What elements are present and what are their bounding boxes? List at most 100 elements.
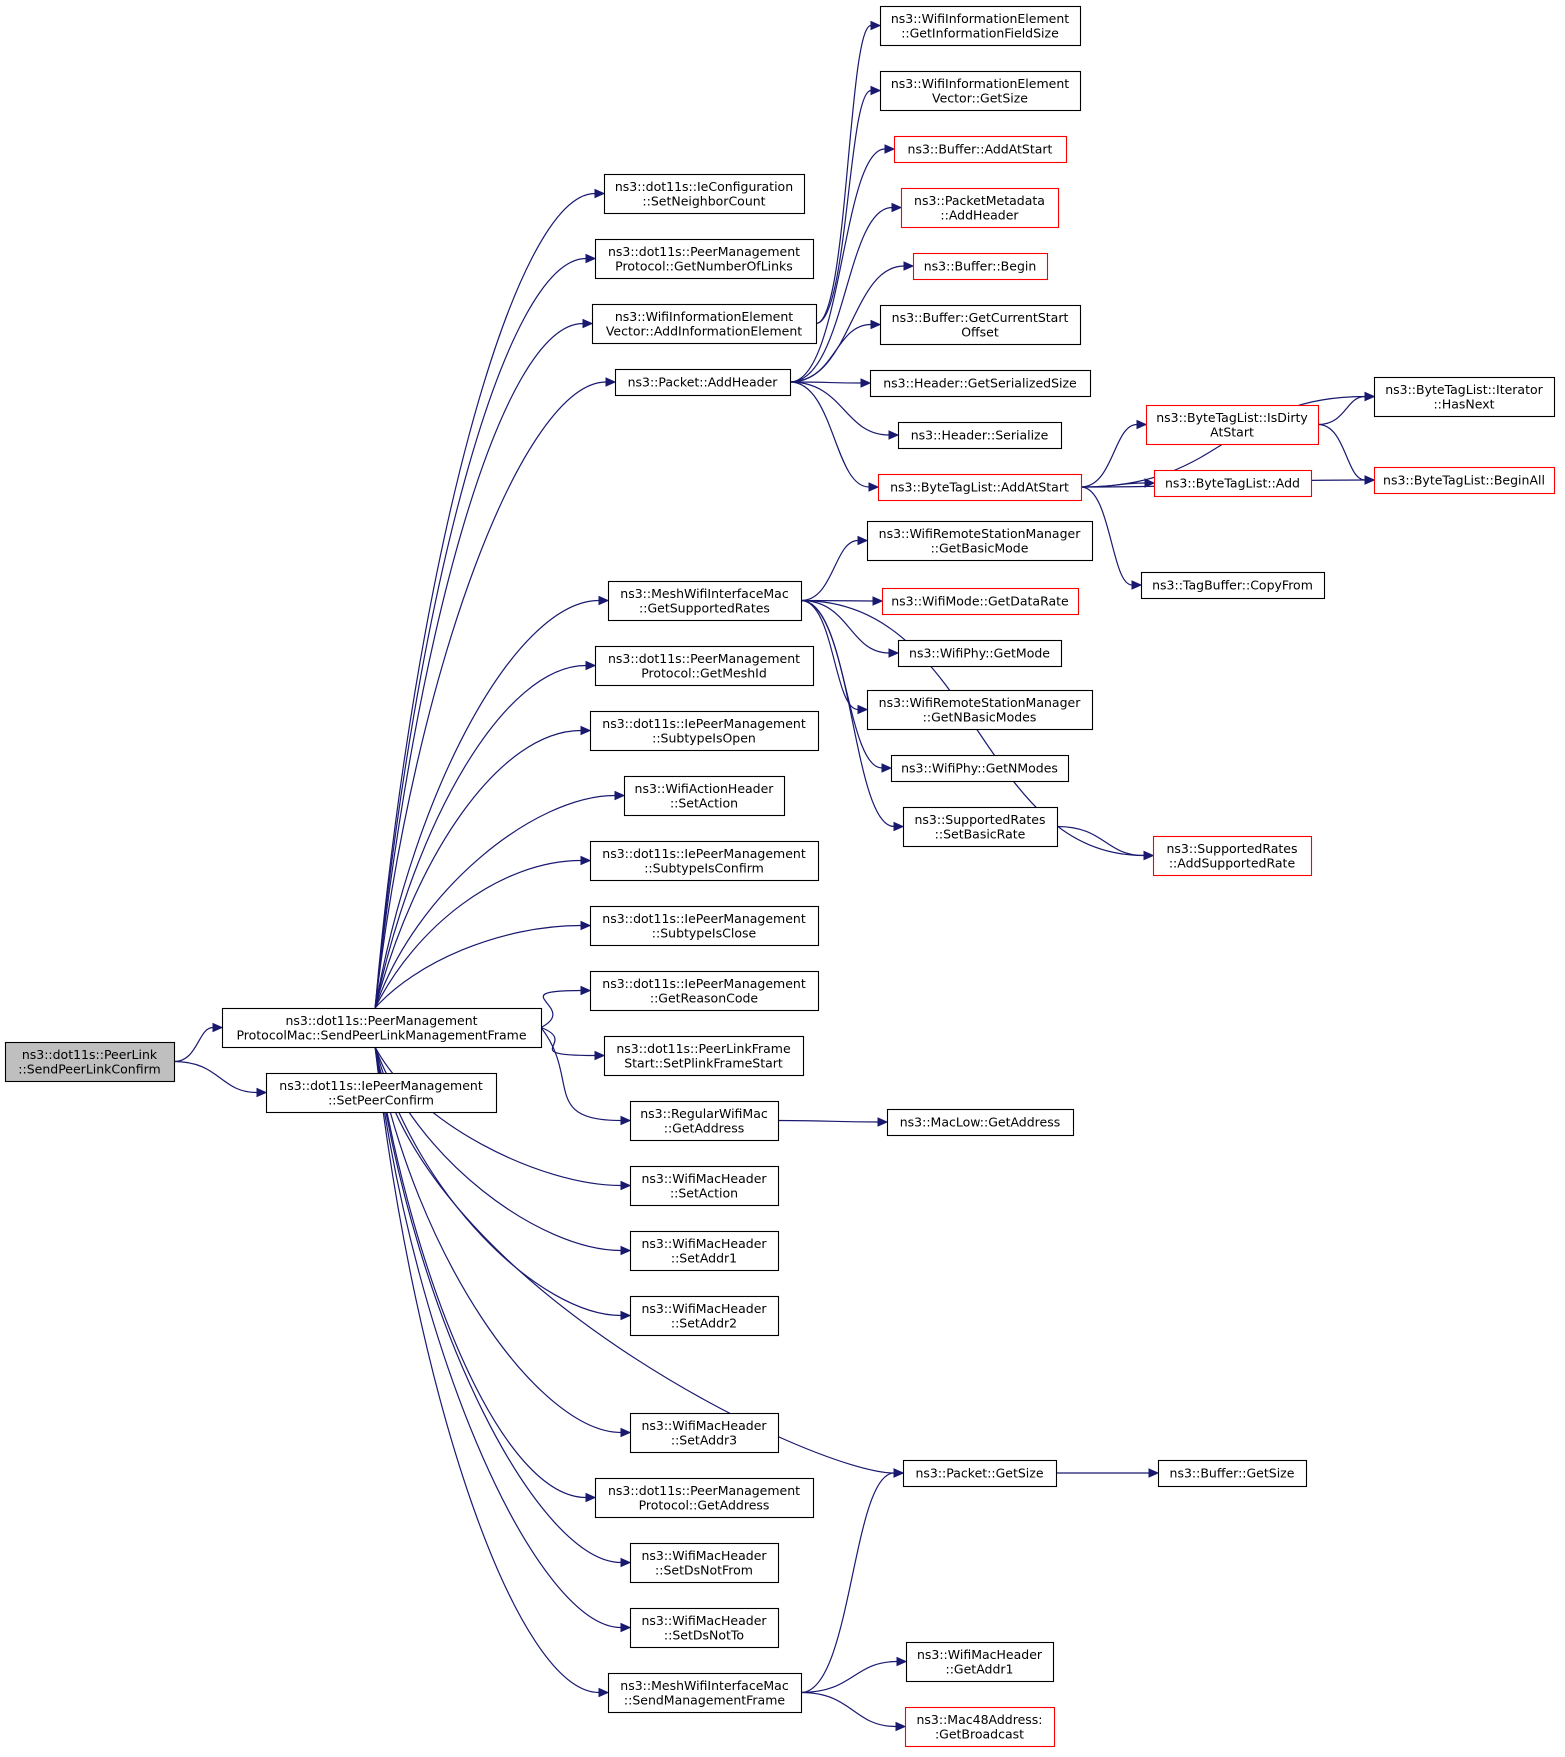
node-root[interactable]: ns3::dot11s::PeerLink::SendPeerLinkConfi… — [4, 1041, 176, 1083]
node-getmeshid[interactable]: ns3::dot11s::PeerManagementProtocol::Get… — [594, 645, 815, 687]
node-bufgetsize[interactable]: ns3::Buffer::GetSize — [1157, 1459, 1308, 1488]
node-label: ns3::WifiMacHeader — [641, 1301, 767, 1316]
node-box — [607, 580, 803, 622]
node-getdatarate[interactable]: ns3::WifiMode::GetDataRate — [881, 587, 1080, 616]
node-sendmgmt[interactable]: ns3::MeshWifiInterfaceMac::SendManagemen… — [607, 1672, 803, 1714]
node-getbasicmode[interactable]: ns3::WifiRemoteStationManager::GetBasicM… — [866, 520, 1094, 562]
node-label: ns3::MacLow::GetAddress — [900, 1115, 1061, 1130]
node-protoaddr[interactable]: ns3::dot11s::PeerManagementProtocol::Get… — [594, 1477, 815, 1519]
node-label: ns3::WifiPhy::GetMode — [909, 646, 1050, 661]
node-label: ::SubtypeIsOpen — [652, 730, 756, 745]
edge-line — [173, 1026, 214, 1063]
edge-line — [777, 1119, 879, 1123]
node-plinkstart[interactable]: ns3::dot11s::PeerLinkFrameStart::SetPlin… — [603, 1035, 805, 1077]
edge-line — [374, 1046, 895, 1474]
arrowhead — [870, 20, 882, 31]
node-pmaddheader[interactable]: ns3::PacketMetadata::AddHeader — [900, 187, 1060, 229]
node-iegetsize[interactable]: ns3::WifiInformationElementVector::GetSi… — [879, 70, 1082, 112]
node-box — [1373, 376, 1556, 418]
node-box — [629, 1100, 780, 1142]
node-bufbegin[interactable]: ns3::Buffer::Begin — [912, 252, 1049, 281]
node-getreason[interactable]: ns3::dot11s::IePeerManagement::GetReason… — [589, 970, 820, 1012]
arrowhead — [620, 1180, 632, 1191]
arrowhead — [582, 318, 594, 329]
node-wmhsetaction[interactable]: ns3::WifiMacHeader::SetAction — [629, 1165, 780, 1207]
node-setpeerconfirm[interactable]: ns3::dot11s::IePeerManagement::SetPeerCo… — [265, 1072, 498, 1114]
node-hdrsersize[interactable]: ns3::Header::GetSerializedSize — [869, 369, 1092, 398]
edge-sendframe-subconfirm — [374, 855, 592, 1009]
edge-line — [800, 599, 890, 654]
node-setaddr1[interactable]: ns3::WifiMacHeader::SetAddr1 — [629, 1230, 780, 1272]
node-label: ::SetAddr1 — [671, 1250, 737, 1265]
node-hdrserialize[interactable]: ns3::Header::Serialize — [897, 421, 1063, 450]
node-addinfoel[interactable]: ns3::WifiInformationElementVector::AddIn… — [591, 303, 818, 345]
node-addheader[interactable]: ns3::Packet::AddHeader — [614, 368, 792, 397]
node-hasnext[interactable]: ns3::ByteTagList::Iterator::HasNext — [1373, 376, 1556, 418]
node-box — [603, 1035, 805, 1077]
node-beginall[interactable]: ns3::ByteTagList::BeginAll — [1373, 466, 1556, 495]
node-bufaddatstart[interactable]: ns3::Buffer::AddAtStart — [893, 135, 1068, 164]
node-btladd[interactable]: ns3::ByteTagList::Add — [1153, 469, 1313, 498]
edge-line — [374, 257, 587, 1009]
node-getsupported[interactable]: ns3::MeshWifiInterfaceMac::GetSupportedR… — [607, 580, 803, 622]
node-box — [881, 587, 1080, 616]
node-setaddr2[interactable]: ns3::WifiMacHeader::SetAddr2 — [629, 1295, 780, 1337]
node-box — [904, 1706, 1056, 1748]
node-btladdatstart[interactable]: ns3::ByteTagList::AddAtStart — [877, 473, 1083, 502]
node-label: ns3::dot11s::IePeerManagement — [602, 716, 806, 731]
node-phygetmode[interactable]: ns3::WifiPhy::GetMode — [897, 639, 1063, 668]
node-label: ns3::dot11s::IePeerManagement — [602, 846, 806, 861]
arrowhead — [877, 1117, 889, 1127]
node-label: ns3::WifiInformationElement — [615, 309, 793, 324]
node-box — [1152, 835, 1313, 877]
node-setactionhdr[interactable]: ns3::WifiActionHeader::SetAction — [623, 775, 786, 817]
node-label: ns3::RegularWifiMac — [640, 1106, 768, 1121]
node-box — [905, 1641, 1055, 1683]
edge-sendframe-addinfoel — [374, 318, 594, 1009]
node-setaddr3[interactable]: ns3::WifiMacHeader::SetAddr3 — [629, 1412, 780, 1454]
node-getnumlinks[interactable]: ns3::dot11s::PeerManagementProtocol::Get… — [594, 238, 815, 280]
edge-line — [173, 1060, 258, 1094]
arrowhead — [614, 790, 626, 801]
node-dsnotfrom[interactable]: ns3::WifiMacHeader::SetDsNotFrom — [629, 1542, 780, 1584]
node-label: ::SetAction — [670, 1185, 738, 1200]
node-regaddr[interactable]: ns3::RegularWifiMac::GetAddress — [629, 1100, 780, 1142]
node-box — [629, 1295, 780, 1337]
node-box — [1373, 466, 1556, 495]
node-getinfofieldsize[interactable]: ns3::WifiInformationElement::GetInformat… — [879, 5, 1082, 47]
edge-layer — [173, 20, 1376, 1732]
node-subopen[interactable]: ns3::dot11s::IePeerManagement::SubtypeIs… — [589, 710, 820, 752]
node-sendframe[interactable]: ns3::dot11s::PeerManagementProtocolMac::… — [221, 1007, 543, 1049]
edge-line — [374, 1046, 600, 1694]
edge-line — [789, 323, 872, 383]
node-setneighbor[interactable]: ns3::dot11s::IeConfiguration::SetNeighbo… — [603, 173, 806, 215]
edge-isdirty-hasnext — [1317, 391, 1376, 426]
node-box — [902, 806, 1059, 848]
node-label: ::AddSupportedRate — [1169, 855, 1296, 870]
edge-addheader-bufcurstart — [789, 319, 882, 383]
node-copyfrom[interactable]: ns3::TagBuffer::CopyFrom — [1140, 571, 1326, 600]
edge-line — [374, 794, 616, 1009]
node-box — [629, 1230, 780, 1272]
node-box — [897, 639, 1063, 668]
node-setbasicrate[interactable]: ns3::SupportedRates::SetBasicRate — [902, 806, 1059, 848]
node-getnbasic[interactable]: ns3::WifiRemoteStationManager::GetNBasic… — [866, 689, 1094, 731]
arrowhead — [903, 261, 915, 271]
node-getaddr1[interactable]: ns3::WifiMacHeader::GetAddr1 — [905, 1641, 1055, 1683]
node-label: ::SetDsNotFrom — [655, 1562, 753, 1577]
node-dsnotto[interactable]: ns3::WifiMacHeader::SetDsNotTo — [629, 1607, 780, 1649]
node-addsupported[interactable]: ns3::SupportedRates::AddSupportedRate — [1152, 835, 1313, 877]
node-phygetnmodes[interactable]: ns3::WifiPhy::GetNModes — [890, 754, 1070, 783]
node-subconfirm[interactable]: ns3::dot11s::IePeerManagement::SubtypeIs… — [589, 840, 820, 882]
node-macgetaddr[interactable]: ns3::MacLow::GetAddress — [886, 1108, 1075, 1137]
node-getbroadcast[interactable]: ns3::Mac48Address::GetBroadcast — [904, 1706, 1056, 1748]
node-pktgetsize[interactable]: ns3::Packet::GetSize — [902, 1459, 1058, 1488]
node-label: ns3::dot11s::PeerLink — [22, 1047, 158, 1062]
edge-line — [800, 1691, 897, 1728]
node-label: ns3::ByteTagList::Iterator — [1385, 382, 1543, 397]
node-subclose[interactable]: ns3::dot11s::IePeerManagement::SubtypeIs… — [589, 905, 820, 947]
edge-addinfoel-getinfofieldsize — [815, 20, 882, 325]
edge-getsupported-getnbasic — [800, 599, 869, 715]
